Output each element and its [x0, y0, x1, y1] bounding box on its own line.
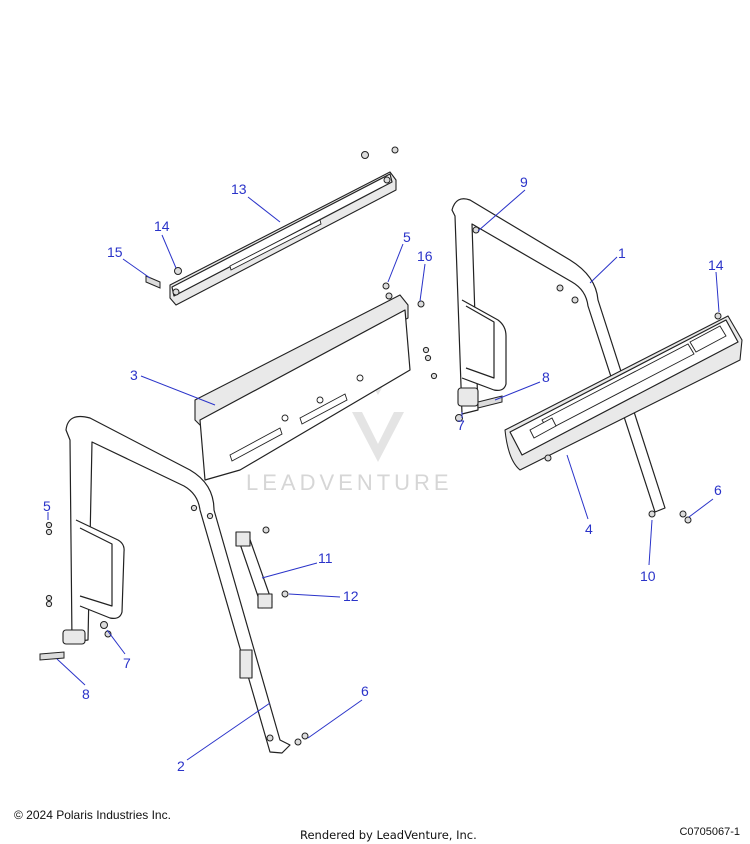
callout-15[interactable]: 15: [107, 244, 123, 260]
part-3-bracket[interactable]: [194, 282, 438, 481]
leader-12: [288, 593, 341, 598]
part-2-front-hoop[interactable]: [45, 415, 309, 754]
leader-lines: [47, 189, 720, 761]
callout-13[interactable]: 13: [231, 181, 247, 197]
callout-16[interactable]: 16: [417, 248, 433, 264]
leader-8-right: [494, 381, 541, 401]
leader-1: [589, 256, 618, 284]
callout-5-left[interactable]: 5: [43, 498, 51, 514]
nut-12[interactable]: [281, 590, 289, 598]
bolt-15[interactable]: [145, 275, 161, 289]
pin-8-right[interactable]: [477, 395, 503, 409]
callout-14-left[interactable]: 14: [154, 218, 170, 234]
part-13-rail[interactable]: [169, 146, 399, 306]
watermark-brand: LEADVENTURE: [246, 470, 453, 495]
leader-8-left: [56, 658, 86, 686]
leader-13: [247, 196, 281, 223]
leader-2: [186, 702, 271, 761]
leader-11: [261, 562, 318, 579]
part-11-strap[interactable]: [235, 526, 273, 609]
callout-8-right[interactable]: 8: [542, 369, 550, 385]
part-4-rear-panel[interactable]: [504, 312, 743, 471]
leader-4: [566, 454, 589, 520]
copyright-text: © 2024 Polaris Industries Inc.: [14, 808, 171, 822]
watermark-logo-lower: [352, 412, 404, 462]
callout-6-lower[interactable]: 6: [361, 683, 369, 699]
callout-12[interactable]: 12: [343, 588, 359, 604]
callout-4[interactable]: 4: [585, 521, 593, 537]
watermark: LEADVENTURE: [246, 355, 453, 495]
callout-8-left[interactable]: 8: [82, 686, 90, 702]
leader-15: [122, 258, 151, 279]
pin-8-left[interactable]: [39, 651, 65, 661]
leader-3: [140, 375, 216, 406]
leader-16: [419, 263, 426, 302]
callout-2[interactable]: 2: [177, 758, 185, 774]
callout-5-upper[interactable]: 5: [403, 229, 411, 245]
leader-10: [648, 519, 653, 566]
callout-10[interactable]: 10: [640, 568, 656, 584]
callout-14-right[interactable]: 14: [708, 257, 724, 273]
callout-1[interactable]: 1: [618, 245, 626, 261]
part-1-rear-hoop[interactable]: [451, 198, 692, 524]
callout-3[interactable]: 3: [130, 367, 138, 383]
callout-7-left[interactable]: 7: [123, 655, 131, 671]
rendered-by-text: Rendered by LeadVenture, Inc.: [300, 828, 477, 842]
callout-6-right[interactable]: 6: [714, 482, 722, 498]
leader-9: [477, 189, 526, 232]
diagram-code: C0705067-1: [679, 826, 740, 838]
leader-14-right: [715, 271, 720, 313]
leader-6-lower: [307, 699, 363, 739]
leader-14-left: [161, 234, 177, 269]
nut-14-left[interactable]: [174, 267, 182, 275]
callout-labels: 1 2 3 4 5 5 6 6 7 7 8 8 9 10 11 12 13 14…: [43, 174, 724, 774]
callout-11[interactable]: 11: [318, 550, 333, 566]
leader-7-left: [106, 629, 126, 655]
callout-7-right[interactable]: 7: [457, 417, 465, 433]
leader-5-upper: [387, 243, 404, 283]
callout-9[interactable]: 9: [520, 174, 528, 190]
leader-6-right: [688, 498, 714, 518]
